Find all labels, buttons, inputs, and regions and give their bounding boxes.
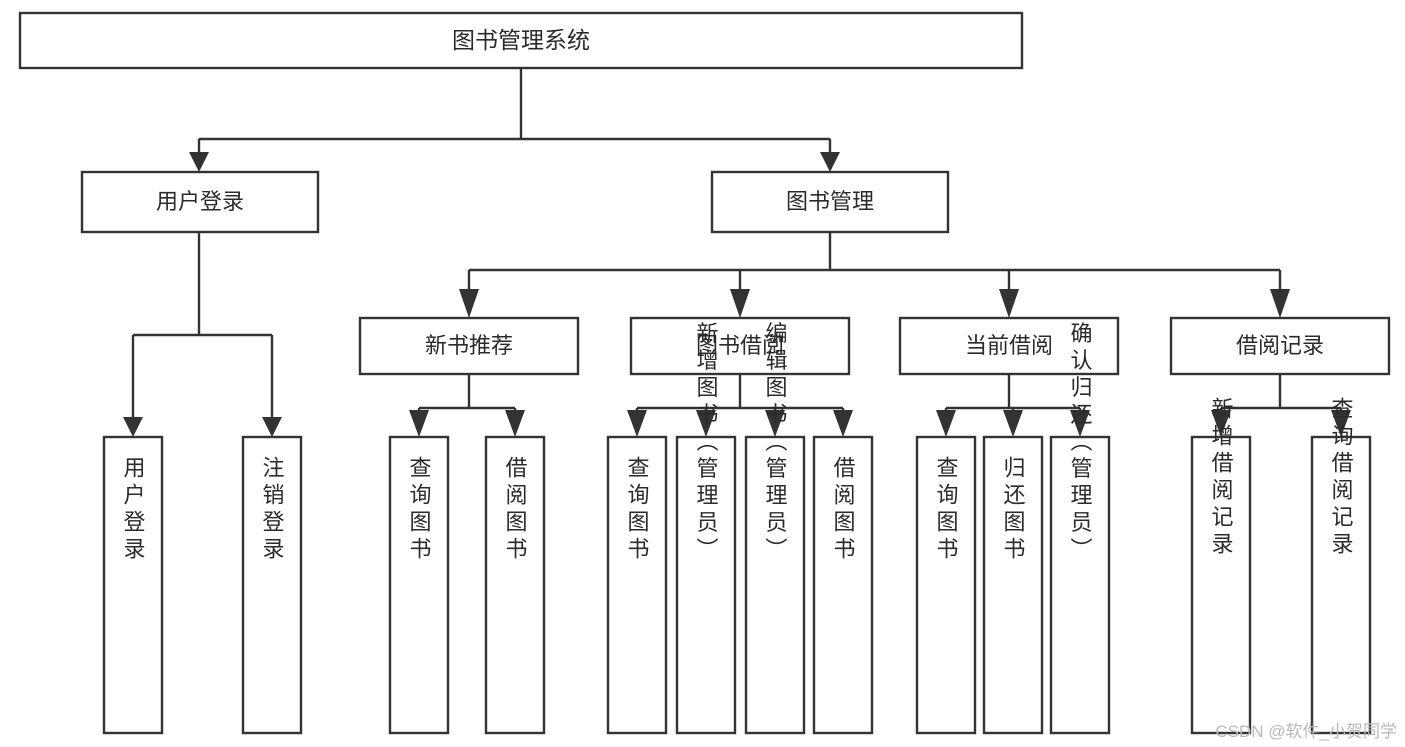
leaf-box-return-book[interactable] — [982, 435, 1044, 735]
node-borrow-record[interactable]: 借阅记录 — [1169, 316, 1391, 376]
arrowhead-add-record — [1211, 410, 1231, 437]
leaf-label-edit-book: 编辑图书（管理员） — [763, 322, 788, 565]
leaf-label-query-record: 查询借阅记录 — [1329, 397, 1354, 559]
leaf-box-query-book-2[interactable] — [606, 435, 668, 735]
node-root[interactable]: 图书管理系统 — [18, 11, 1024, 70]
arrowhead-b2 — [833, 410, 853, 437]
new-book-recommend-box[interactable] — [358, 316, 580, 376]
leaf-label-user-login: 用户登录 — [121, 456, 146, 564]
arrowhead-borrow-record — [1270, 289, 1290, 318]
connector-layer — [123, 68, 1351, 437]
node-new-book-recommend[interactable]: 新书推荐 — [358, 316, 580, 376]
book-borrow-label: 图书借阅 — [696, 333, 784, 358]
leaf-box-add-record[interactable] — [1190, 435, 1252, 735]
book-borrow-box[interactable] — [629, 316, 851, 376]
leaf-label-confirm-return: 确认归还（管理员） — [1068, 322, 1093, 565]
leaf-box-user-login[interactable] — [102, 435, 164, 735]
leaf-box-query-book-3[interactable] — [915, 435, 977, 735]
arrowhead-book-borrow — [730, 289, 750, 318]
borrow-record-label: 借阅记录 — [1236, 333, 1324, 358]
book-manage-box[interactable] — [710, 170, 950, 234]
leaf-box-edit-book[interactable] — [744, 435, 806, 735]
leaf-node[interactable]: 借阅图书 — [812, 435, 874, 735]
leaf-node[interactable]: 查询借阅记录 — [1310, 397, 1372, 735]
leaf-box-confirm-return[interactable] — [1049, 435, 1111, 735]
leaf-node[interactable]: 查询图书 — [606, 435, 668, 735]
leaf-box-borrow-book-1[interactable] — [484, 435, 546, 735]
arrowhead-new-book — [459, 289, 479, 318]
leaf-box-query-book-1[interactable] — [388, 435, 450, 735]
root-box[interactable] — [18, 11, 1024, 70]
leaf-node[interactable]: 编辑图书（管理员） — [744, 322, 806, 735]
leaf-box-query-record[interactable] — [1310, 435, 1372, 735]
arrowhead-q2 — [627, 410, 647, 437]
leaf-node[interactable]: 新增图书（管理员） — [675, 322, 737, 735]
current-borrow-label: 当前借阅 — [965, 333, 1053, 358]
new-book-recommend-label: 新书推荐 — [425, 333, 513, 358]
arrowhead-confirm-return — [1070, 410, 1090, 437]
leaf-box-logout-login[interactable] — [241, 435, 303, 735]
leaf-label-query-book-3: 查询图书 — [934, 456, 959, 564]
arrowhead-edit-book — [765, 410, 785, 437]
arrowhead-q1 — [409, 410, 429, 437]
leaf-box-borrow-book-2[interactable] — [812, 435, 874, 735]
node-current-borrow[interactable]: 当前借阅 — [898, 316, 1120, 376]
leaf-node[interactable]: 查询图书 — [388, 435, 450, 735]
arrowhead-leaf-user-login — [123, 417, 143, 437]
arrowhead-q3 — [936, 410, 956, 437]
book-manage-label: 图书管理 — [786, 189, 874, 214]
arrowhead-query-record — [1331, 410, 1351, 437]
arrowhead-leaf-logout — [262, 417, 282, 437]
leaf-node[interactable]: 查询图书 — [915, 435, 977, 735]
arrowhead-current-borrow — [999, 289, 1019, 318]
current-borrow-box[interactable] — [898, 316, 1120, 376]
leaf-node[interactable]: 借阅图书 — [484, 435, 546, 735]
borrow-record-box[interactable] — [1169, 316, 1391, 376]
leaf-box-add-book[interactable] — [675, 435, 737, 735]
leaf-label-query-book-2: 查询图书 — [625, 456, 650, 564]
node-user-login[interactable]: 用户登录 — [80, 170, 320, 234]
arrowhead-user-login — [189, 152, 209, 172]
leaf-node[interactable]: 用户登录 — [102, 435, 164, 735]
leaf-node[interactable]: 确认归还（管理员） — [1049, 322, 1111, 735]
leaf-label-borrow-book-2: 借阅图书 — [831, 456, 856, 564]
leaf-label-logout-login: 注销登录 — [260, 456, 285, 564]
arrowhead-add-book — [696, 410, 716, 437]
leaf-node[interactable]: 注销登录 — [241, 435, 303, 735]
leaf-label-add-book: 新增图书（管理员） — [694, 322, 719, 565]
user-login-box[interactable] — [80, 170, 320, 234]
user-login-label: 用户登录 — [156, 189, 244, 214]
leaf-label-add-record: 新增借阅记录 — [1209, 397, 1234, 559]
node-book-manage[interactable]: 图书管理 — [710, 170, 950, 234]
leaf-node[interactable]: 新增借阅记录 — [1190, 397, 1252, 735]
arrowhead-book-manage — [820, 152, 840, 172]
leaf-node[interactable]: 归还图书 — [982, 435, 1044, 735]
arrowhead-return-book — [1003, 410, 1023, 437]
arrowhead-b1 — [505, 410, 525, 437]
node-book-borrow[interactable]: 图书借阅 — [629, 316, 851, 376]
leaf-label-borrow-book-1: 借阅图书 — [503, 456, 528, 564]
leaf-label-query-book-1: 查询图书 — [407, 456, 432, 564]
leaf-label-return-book: 归还图书 — [1001, 456, 1026, 564]
root-label: 图书管理系统 — [452, 27, 590, 53]
